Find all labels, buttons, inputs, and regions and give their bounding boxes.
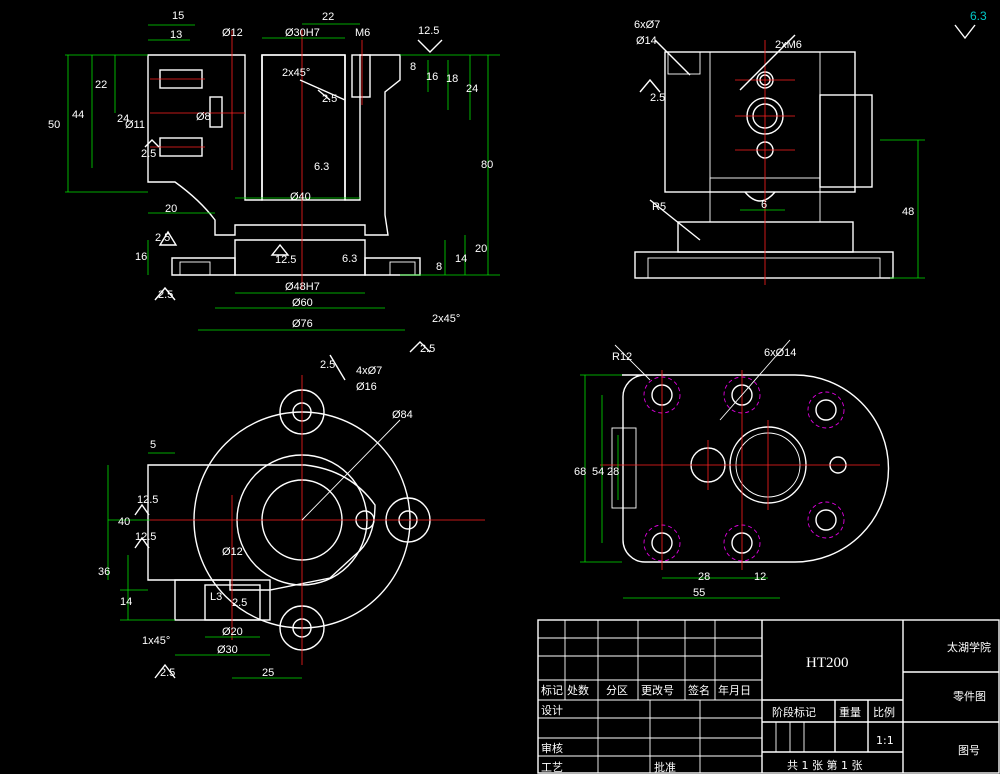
drawing-name: 零件图 (953, 690, 986, 703)
dim: 6xØ14 (764, 347, 796, 359)
dim: 2.5 (322, 93, 337, 105)
dim: 13 (170, 29, 182, 41)
weight: 重量 (839, 705, 861, 719)
dim: Ø30 (217, 644, 238, 656)
dim: 28 (607, 466, 619, 478)
dim: 44 (72, 109, 84, 121)
sheet-info: 共 1 张 第 1 张 (787, 758, 862, 772)
dim: 36 (98, 566, 110, 578)
drawing-number-label: 图号 (958, 744, 980, 757)
dim: 1x45° (142, 635, 170, 647)
roughness-note: 6.3 (970, 9, 987, 23)
dim: Ø8 (196, 111, 211, 123)
dim: Ø40 (290, 191, 311, 203)
scale-label: 比例 (873, 705, 895, 719)
dim: 25 (262, 667, 274, 679)
dim: 18 (446, 73, 458, 85)
tb-row: 设计 (541, 704, 563, 717)
dim: 20 (165, 203, 177, 215)
dim: 22 (95, 79, 107, 91)
dim: 24 (466, 83, 478, 95)
dim: 2.5 (160, 667, 175, 679)
dim: 2.5 (155, 232, 170, 244)
dim: 8 (410, 61, 416, 73)
dim: 12.5 (135, 531, 156, 543)
tb-col: 更改号 (641, 683, 674, 697)
dim: Ø11 (125, 119, 145, 131)
bottom-view: R12 6xØ14 68 54 28 28 12 55 (574, 339, 890, 599)
stage-mark: 阶段标记 (772, 705, 816, 719)
tb-col: 处数 (567, 684, 589, 697)
dim: L3 (210, 591, 222, 603)
dim: 6.3 (314, 161, 329, 173)
dim: Ø12 (222, 27, 243, 39)
dim: Ø12 (222, 546, 243, 558)
dim: 48 (902, 206, 914, 218)
dim: Ø48H7 (285, 281, 320, 293)
dim: 54 (592, 466, 604, 478)
dim: 2x45° (432, 313, 460, 325)
dim: Ø30H7 (285, 27, 320, 39)
tb-col: 分区 (606, 684, 628, 697)
tb-col: 签名 (688, 683, 710, 697)
dim: 22 (322, 11, 334, 23)
material: HT200 (806, 655, 849, 671)
dim: 2xM6 (775, 39, 802, 51)
dim: 2.5 (650, 92, 665, 104)
dim: 16 (135, 251, 147, 263)
dim: 2.5 (420, 343, 435, 355)
title-block: 标记 处数 分区 更改号 签名 年月日 设计 审核 工艺 批准 HT200 太湖… (537, 619, 1000, 774)
tb-col: 标记 (541, 683, 563, 697)
dim: 55 (693, 587, 705, 599)
top-section-view: 2.5 4xØ7 Ø16 Ø84 5 12.5 40 12.5 36 Ø12 1… (98, 354, 485, 679)
dim: 80 (481, 159, 493, 171)
dim: 12.5 (137, 494, 158, 506)
dim: 2.5 (158, 289, 173, 301)
tb-row: 审核 (541, 741, 563, 755)
dim: Ø20 (222, 626, 243, 638)
dim: 4xØ7 (356, 365, 382, 377)
dim: 2x45° (282, 67, 310, 79)
tb-row: 工艺 (541, 761, 563, 774)
dim: Ø84 (392, 409, 413, 421)
side-view: 6xØ7 Ø14 2.5 2xM6 R5 6 48 6.3 (634, 9, 987, 285)
tb-row: 批准 (654, 760, 676, 774)
dim: 68 (574, 466, 586, 478)
dim: 28 (698, 571, 710, 583)
dim: 15 (172, 10, 184, 22)
dim: 12 (754, 571, 766, 583)
dim: 24 (117, 113, 129, 125)
dim: Ø14 (636, 35, 657, 47)
school: 太湖学院 (947, 640, 991, 654)
dim: 20 (475, 243, 487, 255)
dim: Ø16 (356, 381, 377, 393)
tb-col: 年月日 (718, 683, 751, 697)
dim: Ø60 (292, 297, 313, 309)
dim: 6 (761, 199, 767, 211)
dim: 40 (118, 516, 130, 528)
dim: 12.5 (275, 254, 296, 266)
dim: 12.5 (418, 25, 439, 37)
dim: 8 (436, 261, 442, 273)
dim: Ø76 (292, 318, 313, 330)
dim: 6.3 (342, 253, 357, 265)
dim: 5 (150, 439, 156, 451)
dim: 2.5 (232, 597, 247, 609)
dim: R12 (612, 351, 632, 363)
front-section-view: 15 13 Ø12 Ø30H7 22 M6 12.5 2x45° 2.5 22 … (48, 10, 500, 355)
dim: 2.5 (320, 359, 335, 371)
dim: 2.5 (141, 148, 156, 160)
dim: 16 (426, 71, 438, 83)
dim: 14 (120, 596, 132, 608)
dim: 50 (48, 119, 60, 131)
dim: R5 (652, 201, 666, 213)
dim: 6xØ7 (634, 19, 660, 31)
dim: M6 (355, 27, 370, 39)
dim: 14 (455, 253, 467, 265)
scale-value: 1:1 (876, 734, 894, 747)
